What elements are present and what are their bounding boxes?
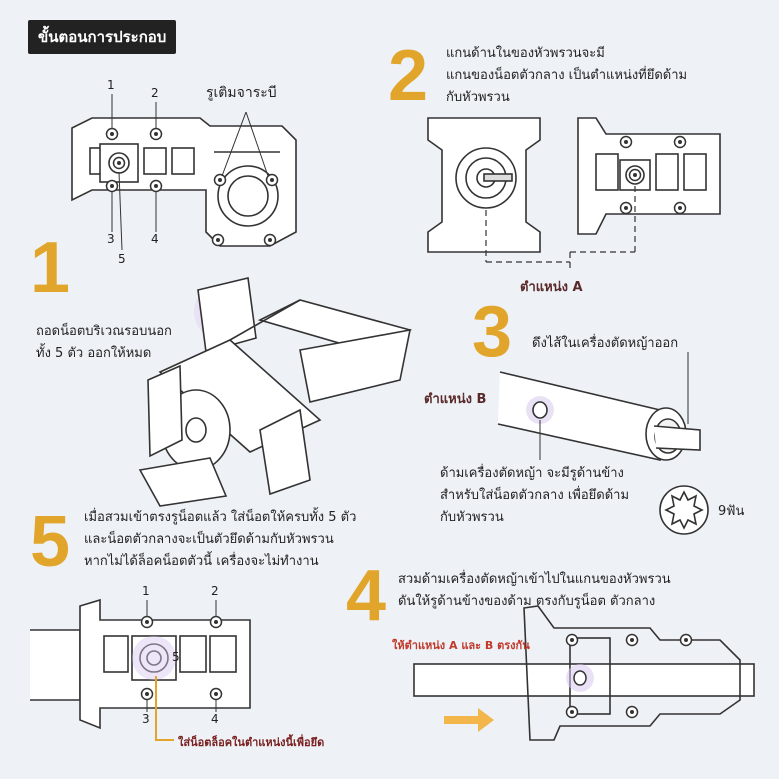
step-5-text-line-3: หากไม่ได้ล็อคน็อตตัวนี้ เครื่องจะไม่ทำงา… <box>84 554 319 569</box>
shaft-side-hole <box>573 670 587 686</box>
step5-leader-lines <box>146 600 217 712</box>
step-5-number: 5 <box>30 502 71 582</box>
step5-bolt-label-1: 1 <box>142 584 150 598</box>
step5-bolt-label-3: 3 <box>142 712 150 726</box>
step-4-text-line-1: สวมด้ามเครื่องตัดหญ้าเข้าไปในแกนของหัวพร… <box>398 572 671 587</box>
spline-teeth-icon <box>659 485 709 535</box>
lock-nut-highlight <box>132 636 176 680</box>
assembled-housing-step5 <box>30 598 251 730</box>
step-4-text-line-2: ดันให้รูด้านข้างของด้าม ตรงกับรูน็อต ตัว… <box>398 594 656 609</box>
step-2-number: 2 <box>388 36 429 116</box>
step-3-note-line-2: สำหรับใส่น็อตตัวกลาง เพื่อยึดด้าม <box>440 488 630 503</box>
step-1-number: 1 <box>30 228 71 308</box>
step-2-text-line-1: แกนด้านในของหัวพรวนจะมี <box>446 46 605 61</box>
spline-teeth-label: 9ฟัน <box>718 504 745 519</box>
step5-bolt-label-5: 5 <box>172 650 180 664</box>
step-2-text-line-2: แกนของน็อตตัวกลาง เป็นตำแหน่งที่ยึดด้าม <box>446 68 688 83</box>
grease-hole-label: รูเติมจาระบี <box>206 85 277 101</box>
step-5-text-line-2: และน็อตตัวกลางจะเป็นตัวยึดด้ามกับหัวพรวน <box>84 532 334 547</box>
step3-leader-lines <box>539 352 689 460</box>
tiller-head-illustration <box>138 277 413 507</box>
step-3-text: ดึงไส้ในเครื่องตัดหญ้าออก <box>532 336 679 351</box>
step-1-text-line-1: ถอดน็อตบริเวณรอบนอก <box>36 324 172 339</box>
position-b-label: ตำแหน่ง B <box>424 392 487 407</box>
bolt-label-4: 4 <box>151 232 159 246</box>
bolt-label-3: 3 <box>107 232 115 246</box>
step5-bolt-label-4: 4 <box>211 712 219 726</box>
step-2-text-line-3: กับหัวพรวน <box>446 90 510 105</box>
gearbox-housing-top-view <box>71 117 297 247</box>
align-positions-label: ให้ตำแหน่ง A และ B ตรงกัน <box>392 639 530 652</box>
lock-pointer-line <box>155 676 174 741</box>
lock-nut-label: ใส่น็อตล็อคในตำแหน่งนี้เพื่อยึด <box>178 736 325 749</box>
step-3-note-line-3: กับหัวพรวน <box>440 510 504 525</box>
step-1-text-line-2: ทั้ง 5 ตัว ออกให้หมด <box>36 346 152 361</box>
step-4-number: 4 <box>346 556 387 636</box>
page-title: ขั้นตอนการประกอบ <box>28 20 177 54</box>
shaft-side-view <box>577 117 721 235</box>
insert-direction-arrow-icon <box>444 708 494 732</box>
bolt-label-2: 2 <box>151 86 159 100</box>
step-3-note-line-1: ด้ามเครื่องตัดหญ้า จะมีรูด้านข้าง <box>440 466 624 481</box>
bolt-label-1: 1 <box>107 78 115 92</box>
bolt-leader-lines-step1 <box>111 94 269 251</box>
position-a-dashed-lines <box>485 186 636 272</box>
bolt-label-5: 5 <box>118 252 126 266</box>
step5-bolt-label-2: 2 <box>211 584 219 598</box>
step-5-text-line-1: เมื่อสวมเข้าตรงรูน็อตแล้ว ใส่น็อตให้ครบท… <box>84 510 357 525</box>
position-a-label: ตำแหน่ง A <box>520 280 583 295</box>
cutter-shaft-tube <box>497 371 701 461</box>
step-3-number: 3 <box>472 292 513 372</box>
shaft-end-view <box>427 117 541 253</box>
